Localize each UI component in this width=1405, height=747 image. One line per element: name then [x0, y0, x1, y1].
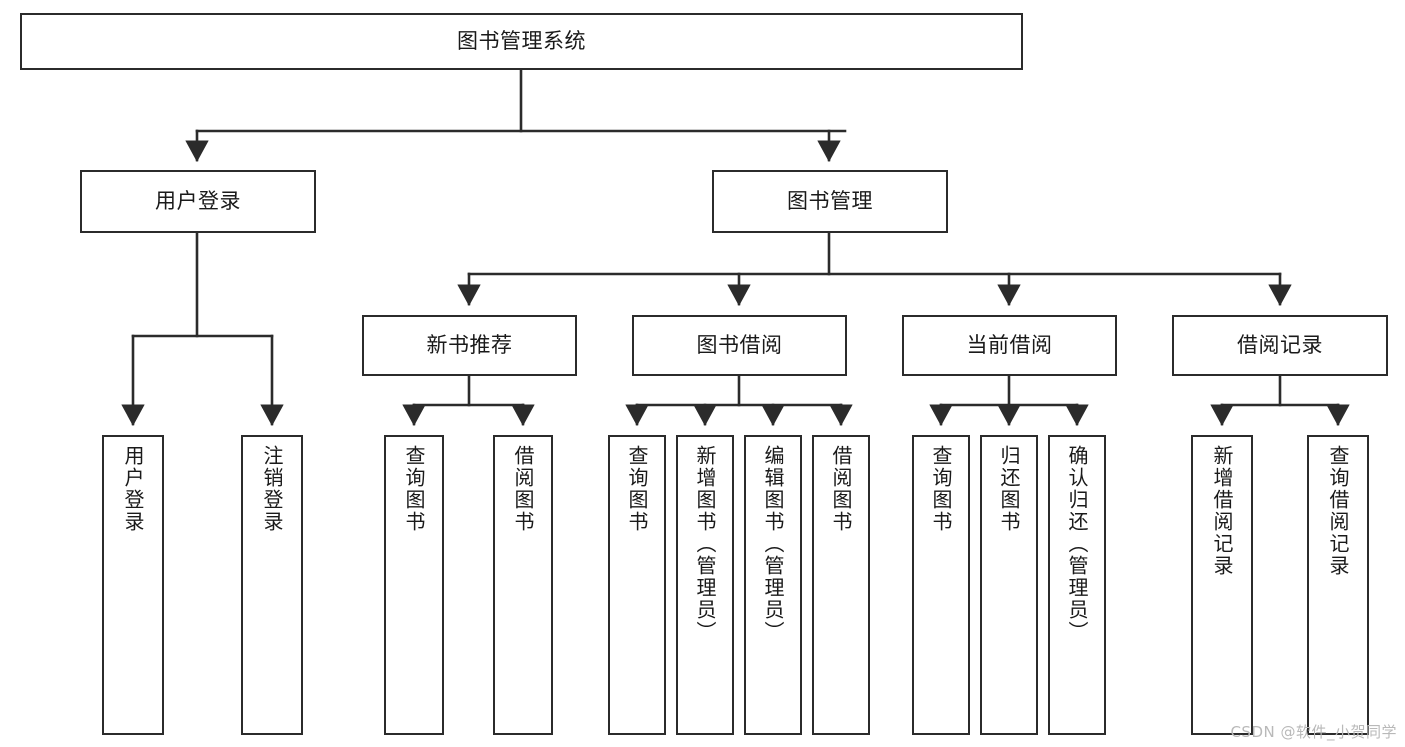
- node-leaf-borrow-book-2-label: 借阅图书: [829, 445, 853, 533]
- node-leaf-confirm-return-label: 确认归还（管理员）: [1065, 445, 1089, 643]
- node-leaf-borrow-book-2[interactable]: 借阅图书: [812, 435, 870, 735]
- node-leaf-query-book-1-label: 查询图书: [402, 445, 426, 533]
- node-book-borrow-label: 图书借阅: [696, 333, 783, 358]
- node-leaf-query-book-2[interactable]: 查询图书: [608, 435, 666, 735]
- node-leaf-add-record-label: 新增借阅记录: [1210, 445, 1234, 577]
- node-borrow-record[interactable]: 借阅记录: [1172, 315, 1388, 376]
- node-leaf-add-record[interactable]: 新增借阅记录: [1191, 435, 1253, 735]
- node-leaf-borrow-book-1[interactable]: 借阅图书: [493, 435, 553, 735]
- node-leaf-query-record-label: 查询借阅记录: [1326, 445, 1350, 577]
- node-new-book-rec-label: 新书推荐: [426, 333, 513, 358]
- node-leaf-logout-login-label: 注销登录: [260, 445, 284, 533]
- node-current-borrow-label: 当前借阅: [966, 333, 1053, 358]
- node-leaf-return-book-label: 归还图书: [997, 445, 1021, 533]
- node-leaf-edit-book-label: 编辑图书（管理员）: [761, 445, 785, 643]
- node-book-manage[interactable]: 图书管理: [712, 170, 948, 233]
- node-leaf-confirm-return[interactable]: 确认归还（管理员）: [1048, 435, 1106, 735]
- node-leaf-query-book-3[interactable]: 查询图书: [912, 435, 970, 735]
- node-leaf-query-record[interactable]: 查询借阅记录: [1307, 435, 1369, 735]
- node-book-borrow[interactable]: 图书借阅: [632, 315, 847, 376]
- node-leaf-add-book-label: 新增图书（管理员）: [693, 445, 717, 643]
- node-leaf-logout-login[interactable]: 注销登录: [241, 435, 303, 735]
- node-leaf-query-book-1[interactable]: 查询图书: [384, 435, 444, 735]
- node-new-book-rec[interactable]: 新书推荐: [362, 315, 577, 376]
- node-leaf-edit-book[interactable]: 编辑图书（管理员）: [744, 435, 802, 735]
- node-book-manage-label: 图书管理: [787, 189, 873, 214]
- node-leaf-return-book[interactable]: 归还图书: [980, 435, 1038, 735]
- node-leaf-query-book-3-label: 查询图书: [929, 445, 953, 533]
- node-leaf-user-login-label: 用户登录: [121, 445, 145, 533]
- node-root-label: 图书管理系统: [457, 29, 586, 54]
- node-leaf-query-book-2-label: 查询图书: [625, 445, 649, 533]
- node-leaf-add-book[interactable]: 新增图书（管理员）: [676, 435, 734, 735]
- node-leaf-borrow-book-1-label: 借阅图书: [511, 445, 535, 533]
- node-leaf-user-login[interactable]: 用户登录: [102, 435, 164, 735]
- node-current-borrow[interactable]: 当前借阅: [902, 315, 1117, 376]
- node-borrow-record-label: 借阅记录: [1237, 333, 1323, 358]
- node-root[interactable]: 图书管理系统: [20, 13, 1023, 70]
- node-user-login[interactable]: 用户登录: [80, 170, 316, 233]
- node-user-login-label: 用户登录: [155, 189, 241, 214]
